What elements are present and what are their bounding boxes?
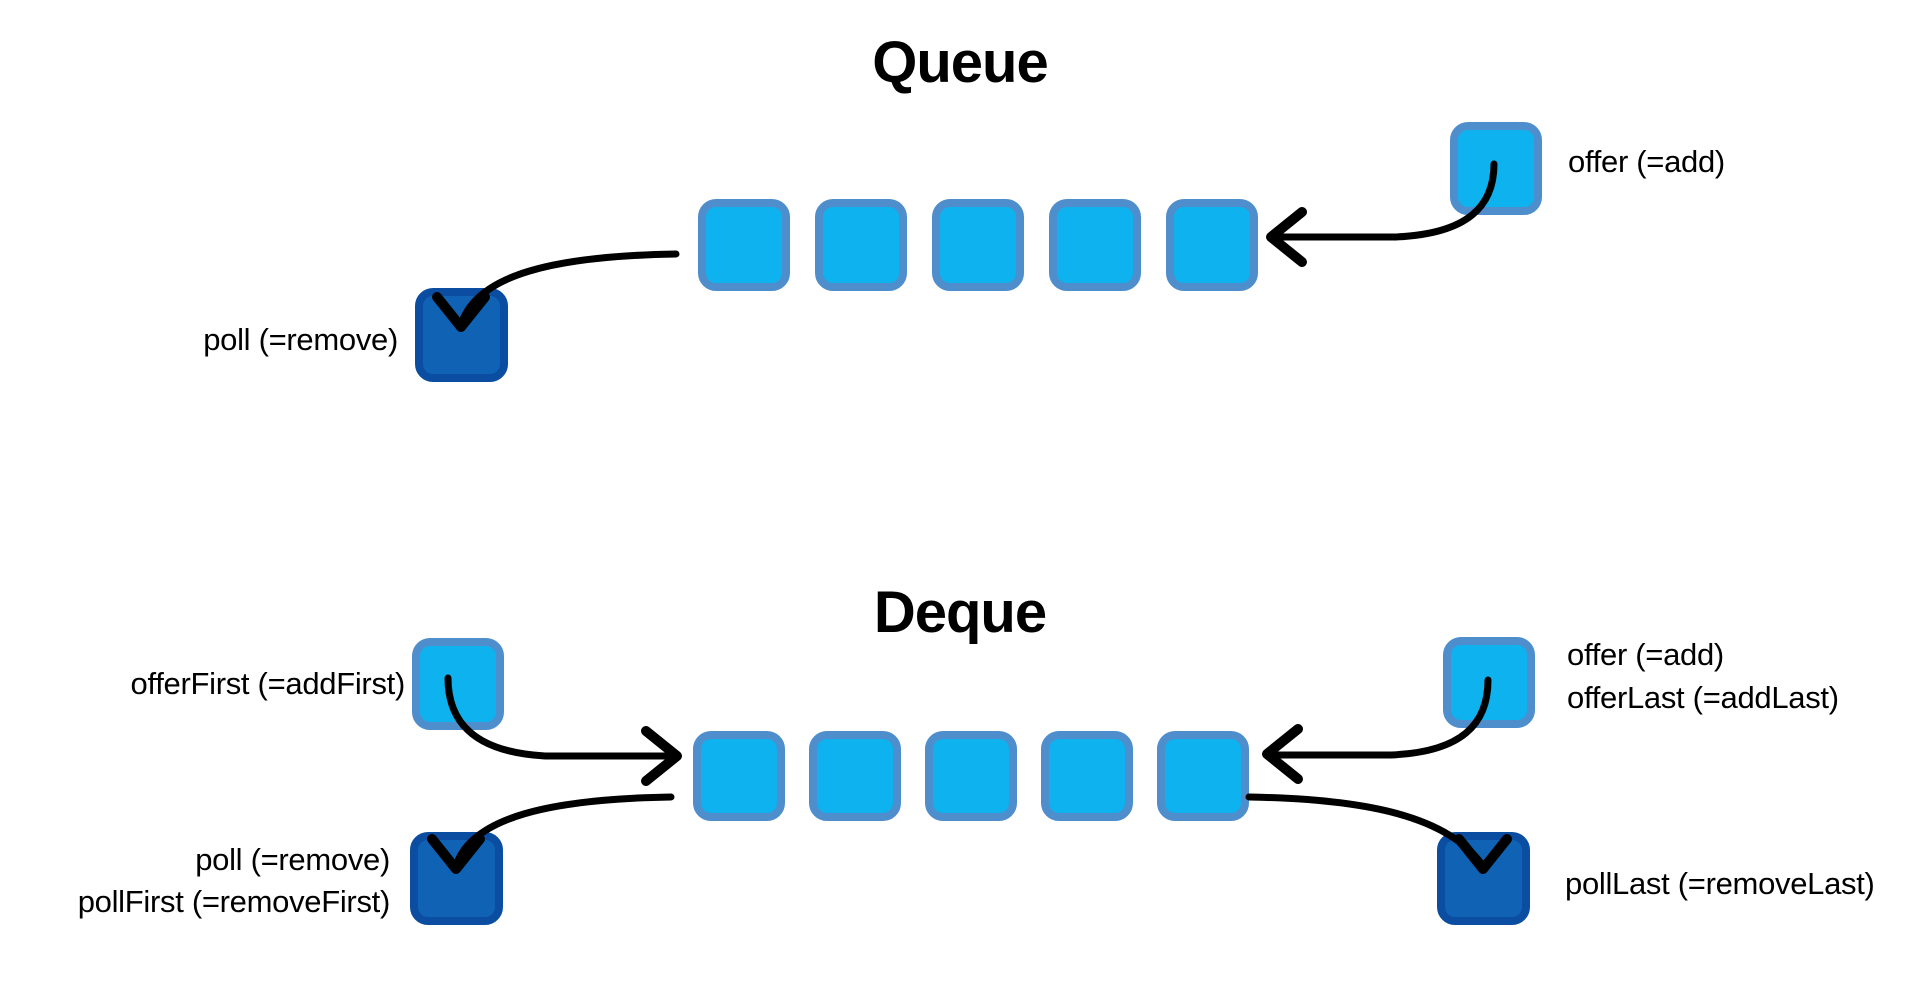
queue-cell-row xyxy=(698,199,1258,291)
deque-poll-first-node xyxy=(410,832,503,925)
deque-offer-last-label-line2: offerLast (=addLast) xyxy=(1567,680,1839,715)
deque-offer-first-arrowhead-right-icon xyxy=(641,726,682,786)
deque-cell xyxy=(809,731,901,821)
deque-offer-last-label-line1: offer (=add) xyxy=(1567,637,1724,672)
queue-cell xyxy=(815,199,907,291)
deque-cell xyxy=(693,731,785,821)
queue-offer-node xyxy=(1450,122,1542,215)
deque-cell xyxy=(1157,731,1249,821)
deque-poll-last-label: pollLast (=removeLast) xyxy=(1565,866,1875,901)
queue-poll-label: poll (=remove) xyxy=(203,322,398,357)
deque-offer-last-node xyxy=(1443,637,1535,728)
queue-cell xyxy=(1049,199,1141,291)
deque-offer-first-node xyxy=(412,638,504,730)
queue-cell xyxy=(698,199,790,291)
deque-poll-first-label-line2: pollFirst (=removeFirst) xyxy=(77,884,391,919)
deque-poll-last-node xyxy=(1437,832,1530,925)
deque-cell xyxy=(1041,731,1133,821)
deque-cell-row xyxy=(693,731,1249,821)
deque-cell xyxy=(925,731,1017,821)
deque-poll-first-label-line1: poll (=remove) xyxy=(195,842,390,877)
queue-title: Queue xyxy=(872,30,1049,95)
queue-poll-node xyxy=(415,288,508,382)
queue-cell xyxy=(932,199,1024,291)
queue-offer-arrowhead-left-icon xyxy=(1266,207,1307,267)
deque-offer-first-label: offerFirst (=addFirst) xyxy=(130,666,406,701)
queue-offer-label: offer (=add) xyxy=(1568,144,1725,179)
deque-offer-last-arrowhead-left-icon xyxy=(1262,724,1303,784)
deque-offer-last-label: offer (=add) offerLast (=addLast) xyxy=(1567,633,1839,719)
queue-cell xyxy=(1166,199,1258,291)
deque-title: Deque xyxy=(873,580,1047,645)
deque-poll-first-label: poll (=remove) pollFirst (=removeFirst) xyxy=(77,839,391,923)
